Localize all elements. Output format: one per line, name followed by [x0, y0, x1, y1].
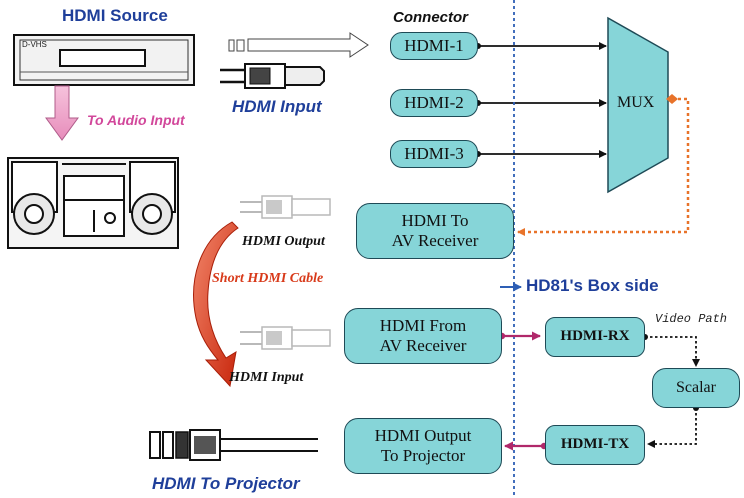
short-cable-arrow-icon	[193, 221, 239, 388]
hdmi1-connector: HDMI-1	[390, 32, 478, 60]
mux-to-av-receiver-path	[517, 97, 690, 236]
hdmi-rx-box: HDMI-RX	[545, 317, 645, 357]
to-av-line2: AV Receiver	[391, 231, 479, 250]
hdmi-output-to-projector-box: HDMI Output To Projector	[344, 418, 502, 474]
hdmi-input-top-label: HDMI Input	[232, 97, 322, 116]
connector-label: Connector	[393, 9, 468, 26]
scalar-label: Scalar	[676, 378, 716, 396]
rx-to-scalar-path	[645, 336, 700, 367]
hdmi-source-label: HDMI Source	[62, 6, 168, 25]
hdmi-output-label: HDMI Output	[242, 234, 325, 249]
hdmi-to-av-receiver-box: HDMI To AV Receiver	[356, 203, 514, 259]
hdmi-plug-top-icon	[220, 32, 369, 89]
hdmi-input-mid-label: HDMI Input	[229, 370, 304, 385]
to-av-line1: HDMI To	[401, 211, 469, 231]
audio-input-arrow-icon	[45, 85, 79, 141]
from-av-line1: HDMI From	[379, 316, 467, 336]
hdmi3-label: HDMI-3	[404, 144, 464, 164]
dvhs-device-icon	[13, 34, 195, 86]
from-av-line2: AV Receiver	[379, 336, 467, 355]
mux-label: MUX	[617, 94, 655, 111]
scalar-to-tx-path	[647, 408, 697, 448]
hdmi-to-projector-label: HDMI To Projector	[152, 474, 300, 493]
short-cable-label: Short HDMI Cable	[212, 271, 324, 286]
video-path-label: Video Path	[655, 312, 728, 326]
hdmi-plug-projector-icon	[149, 429, 318, 461]
scalar-box: Scalar	[652, 368, 740, 408]
hdmi3-connector: HDMI-3	[390, 140, 478, 168]
hdmi-from-av-receiver-box: HDMI From AV Receiver	[344, 308, 502, 364]
box-side-label: HD81's Box side	[526, 276, 659, 295]
hdmi2-connector: HDMI-2	[390, 89, 478, 117]
hdmi-plug-output-icon	[240, 195, 331, 219]
dvhs-label: D-VHS	[22, 40, 47, 49]
tx-label: HDMI-TX	[560, 436, 630, 453]
hdmi-tx-box: HDMI-TX	[545, 425, 645, 465]
mux-block	[607, 16, 669, 194]
rx-label: HDMI-RX	[560, 328, 630, 345]
out-proj-line2: To Projector	[380, 446, 466, 465]
hdmi1-label: HDMI-1	[404, 36, 464, 56]
to-audio-input-label: To Audio Input	[87, 112, 185, 128]
stereo-receiver-icon	[7, 157, 179, 249]
hdmi-plug-input-mid-icon	[240, 326, 331, 350]
out-proj-line1: HDMI Output	[374, 426, 472, 446]
hdmi2-label: HDMI-2	[404, 93, 464, 113]
